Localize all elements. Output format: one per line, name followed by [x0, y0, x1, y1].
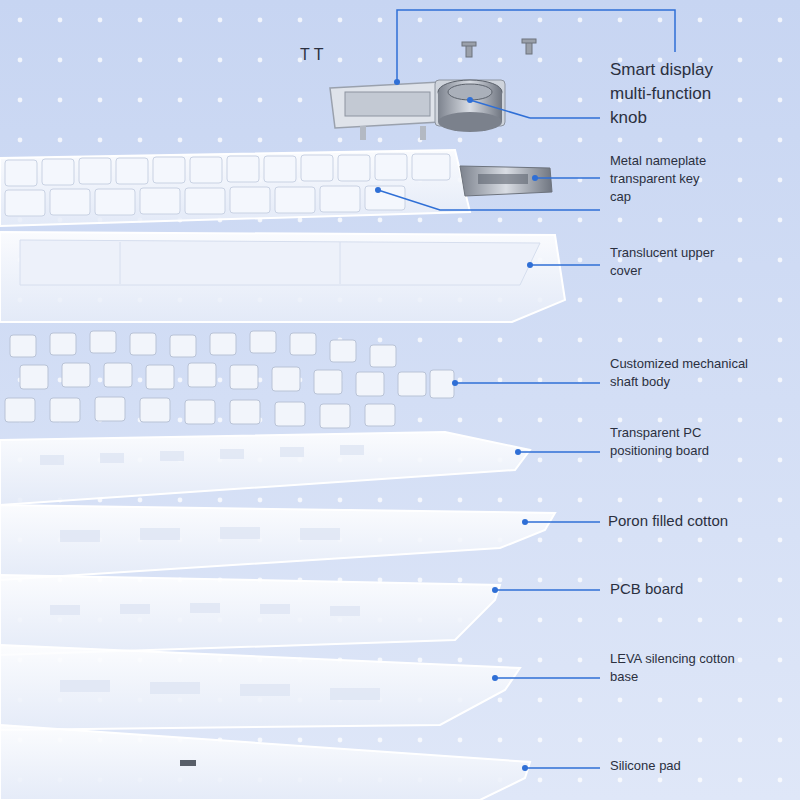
- part-label: Transparent PC positioning board: [610, 424, 740, 460]
- part-label: Translucent upper cover: [610, 244, 740, 280]
- part-label: Smart display multi-function knob: [610, 58, 750, 129]
- leader-dots: [375, 79, 538, 771]
- switch-layer: [5, 331, 454, 428]
- upper-cover: [0, 232, 565, 322]
- part-label: Silicone pad: [610, 757, 780, 775]
- part-label: Customized mechanical shaft body: [610, 355, 770, 391]
- part-label: PCB board: [610, 578, 780, 599]
- part-label: LEVA silencing cotton base: [610, 650, 750, 686]
- knob-module: [330, 39, 536, 140]
- layer-plates: [0, 432, 555, 800]
- plate-holes: [40, 445, 380, 766]
- part-mark: T T: [300, 44, 360, 66]
- part-label: Poron filled cotton: [608, 510, 793, 531]
- part-label: Metal nameplate transparent key cap: [610, 152, 712, 207]
- keycap-layer: [0, 150, 552, 226]
